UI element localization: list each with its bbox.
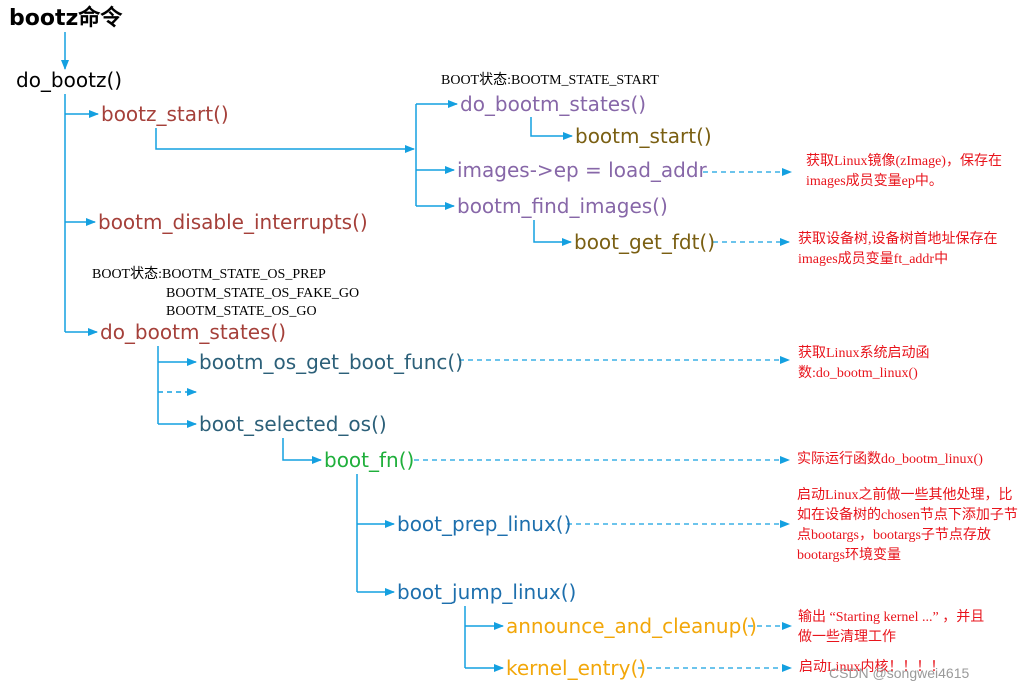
node-announce-and-cleanup: announce_and_cleanup(): [506, 614, 757, 638]
node-bootz-start: bootz_start(): [101, 102, 229, 126]
note-announce: 输出 “Starting kernel ...” ，并且做一些清理工作: [798, 610, 985, 645]
node-boot-prep-linux: boot_prep_linux(): [397, 512, 572, 536]
note-images-ep: 获取Linux镜像(zImage)，保存在images成员变量ep中。: [806, 154, 1002, 189]
note-boot-func: 获取Linux系统启动函数:do_bootm_linux(): [798, 346, 930, 381]
note-boot-fn: 实际运行函数do_bootm_linux(): [797, 452, 983, 467]
edge-boot-fn: [282, 438, 322, 464]
node-bootm-disable-interrupts: bootm_disable_interrupts(): [98, 210, 368, 234]
node-bootm-start: bootm_start(): [575, 124, 712, 148]
diagram-title: bootz命令: [9, 6, 123, 31]
node-boot-get-fdt: boot_get_fdt(): [574, 230, 716, 254]
node-bootm-os-get-boot-func: bootm_os_get_boot_func(): [199, 350, 463, 374]
node-boot-fn: boot_fn(): [324, 448, 415, 472]
edge-bootz-start-out: [155, 128, 415, 153]
edge-bootm-start: [530, 117, 573, 140]
state-label-os-fake-go: BOOTM_STATE_OS_FAKE_GO: [166, 286, 360, 301]
state-label-start: BOOT状态:BOOTM_STATE_START: [441, 73, 659, 88]
watermark: CSDN @songwei4615: [829, 665, 970, 681]
node-boot-selected-os: boot_selected_os(): [199, 412, 387, 436]
node-boot-jump-linux: boot_jump_linux(): [397, 580, 577, 604]
note-boot-get-fdt: 获取设备树,设备树首地址保存在images成员变量ft_addr中: [798, 232, 998, 267]
state-label-os-go: BOOTM_STATE_OS_GO: [166, 304, 317, 319]
node-kernel-entry: kernel_entry(): [506, 656, 647, 680]
node-do-bootm-states-1: do_bootm_states(): [460, 92, 647, 116]
note-kernel-entry: 启动Linux内核！！！！: [799, 660, 945, 675]
state-label-os-prep: BOOT状态:BOOTM_STATE_OS_PREP: [92, 267, 326, 282]
edge-boot-get-fdt: [533, 220, 572, 246]
node-images-ep: images->ep = load_addr: [457, 158, 707, 182]
node-bootm-find-images: bootm_find_images(): [457, 194, 668, 218]
node-do-bootz: do_bootz(): [16, 68, 123, 92]
note-boot-prep-linux: 启动Linux之前做一些其他处理，比如在设备树的chosen节点下添加子节点bo…: [797, 488, 1018, 563]
node-do-bootm-states-2: do_bootm_states(): [100, 320, 287, 344]
